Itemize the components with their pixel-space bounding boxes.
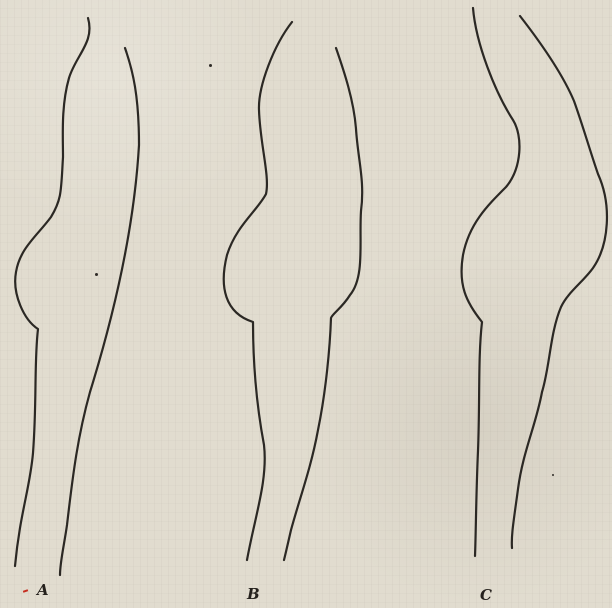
figure-c-label: C bbox=[480, 586, 492, 604]
figure-b-label: B bbox=[247, 585, 260, 603]
paper-speck bbox=[209, 64, 212, 67]
paper-speck bbox=[552, 474, 554, 476]
figure-a-front-contour bbox=[15, 18, 90, 566]
figure-a-label: A bbox=[37, 581, 49, 599]
figure-c-back-contour bbox=[512, 16, 607, 548]
figure-b-front-contour bbox=[224, 22, 292, 560]
paper-speck bbox=[95, 273, 98, 276]
figure-a-back-contour bbox=[60, 48, 139, 575]
figure-c-front-contour bbox=[462, 8, 520, 556]
figure-b-back-contour bbox=[284, 48, 362, 560]
